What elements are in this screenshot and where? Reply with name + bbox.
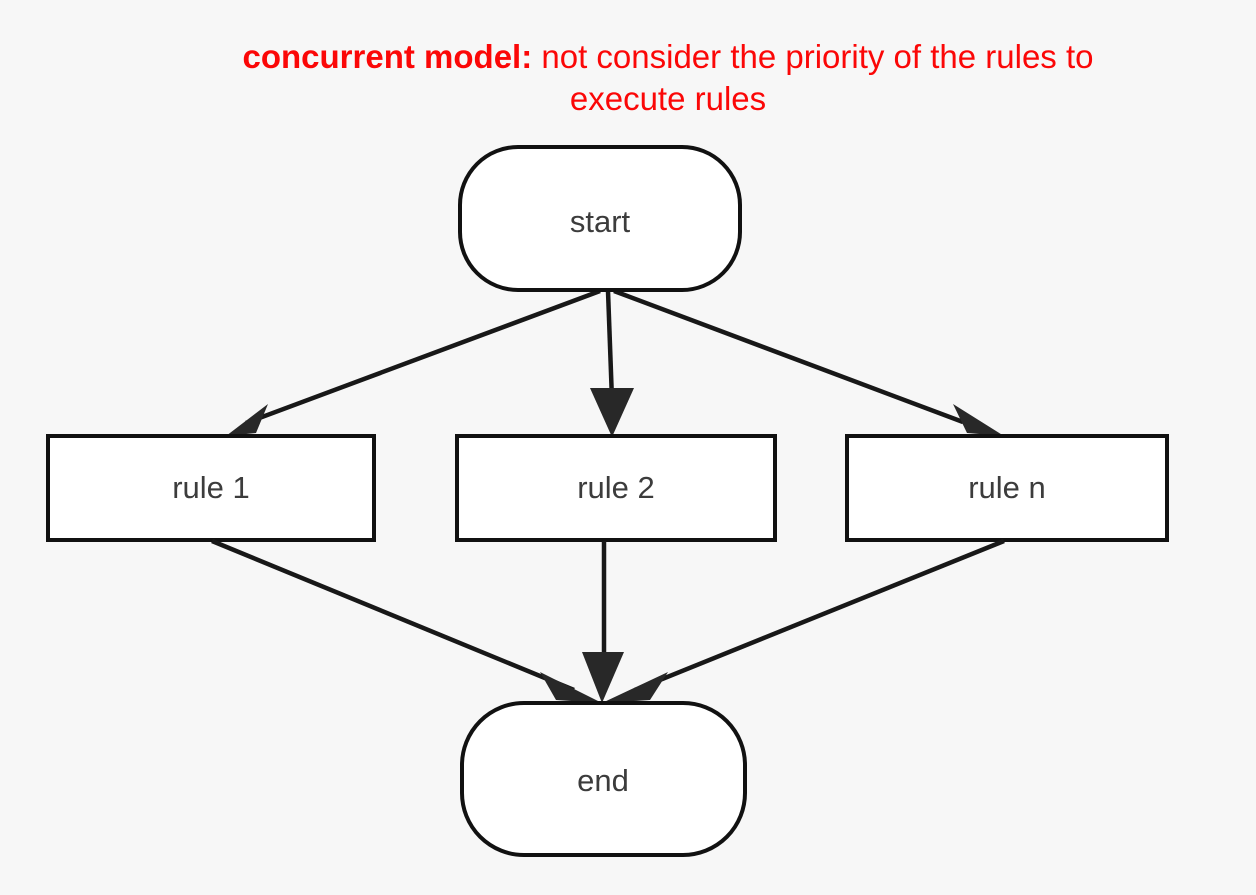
node-start-label: start <box>570 204 631 239</box>
node-rule1-label: rule 1 <box>172 470 250 505</box>
arrowhead-rulen-end <box>602 672 668 703</box>
node-start[interactable]: start <box>458 145 742 292</box>
node-rulen-shape[interactable] <box>845 434 1169 542</box>
node-start-shape[interactable] <box>458 145 742 292</box>
edge-line-rulen-end <box>634 538 1005 693</box>
edge-start-to-rulen <box>613 288 1004 436</box>
edge-rule1-to-end <box>211 538 602 703</box>
edge-line-start-rule2 <box>605 290 615 401</box>
edge-rule2-to-end <box>582 541 624 703</box>
arrowhead-start-rule2 <box>590 388 634 437</box>
node-rulen-label: rule n <box>968 470 1046 505</box>
title-line-2: execute rules <box>570 80 766 117</box>
arrowhead-rule1-end <box>540 672 602 703</box>
title-block: concurrent model: not consider the prior… <box>243 38 1094 117</box>
node-rule1-shape[interactable] <box>46 434 376 542</box>
node-rule2-shape[interactable] <box>455 434 777 542</box>
node-rule1[interactable]: rule 1 <box>46 434 376 542</box>
node-end-shape[interactable] <box>460 701 747 857</box>
edge-line-rule1-end <box>211 538 575 693</box>
edge-rulen-to-end <box>602 538 1005 703</box>
edge-start-to-rule2 <box>590 290 634 437</box>
node-rule2-label: rule 2 <box>577 470 655 505</box>
edge-start-to-rule1 <box>226 288 601 436</box>
arrowhead-start-rule1 <box>226 404 268 436</box>
title-line-1: concurrent model: not consider the prior… <box>243 38 1094 75</box>
edge-line-start-rule1 <box>245 288 601 426</box>
edge-line-start-rulen <box>613 288 964 425</box>
title-strong-text: concurrent model: <box>243 38 533 75</box>
node-end-label: end <box>577 763 629 798</box>
arrowhead-rule2-end <box>582 652 624 703</box>
title-rest-text: not consider the priority of the rules t… <box>532 38 1093 75</box>
node-end[interactable]: end <box>460 701 747 857</box>
arrowhead-start-rulen <box>953 404 1004 436</box>
node-rulen[interactable]: rule n <box>845 434 1169 542</box>
node-rule2[interactable]: rule 2 <box>455 434 777 542</box>
